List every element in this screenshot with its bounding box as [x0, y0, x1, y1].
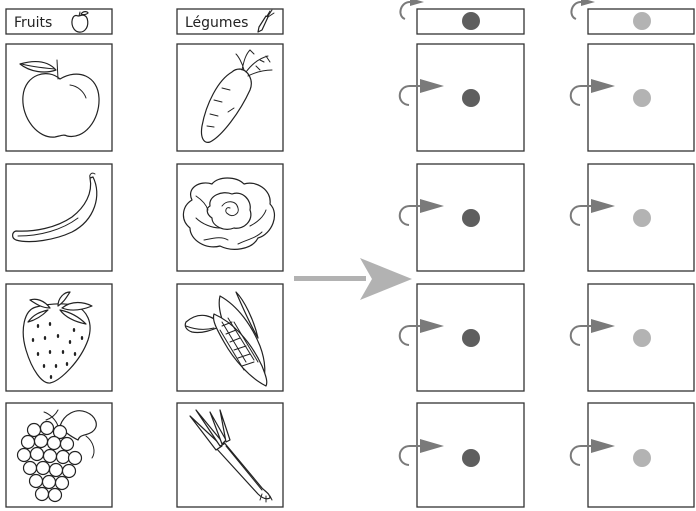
lettuce-box — [176, 163, 284, 272]
fruits-header-label: Fruits — [14, 15, 52, 31]
dark-dot-box-1 — [398, 43, 525, 152]
apple-box — [5, 43, 113, 152]
apple-drawing — [19, 59, 100, 138]
light-dot-header — [570, 0, 695, 35]
carrot-box — [176, 43, 284, 152]
carrot-drawing — [200, 49, 273, 143]
banana-drawing — [12, 172, 98, 243]
dark-dot-icon — [462, 449, 480, 467]
light-dot-box-4 — [569, 402, 695, 508]
light-dot-icon — [633, 449, 651, 467]
light-dot-icon — [633, 89, 651, 107]
apple-icon — [71, 11, 89, 33]
light-dot-box-3 — [569, 283, 695, 392]
curl-arrow-icon — [398, 439, 444, 466]
light-dot-icon — [633, 12, 651, 30]
corn-box — [176, 283, 284, 392]
dark-dot-box-4 — [398, 402, 525, 508]
curl-arrow-icon — [569, 79, 615, 106]
light-dot-icon — [633, 329, 651, 347]
curl-arrow-icon — [398, 319, 444, 346]
grapes-drawing — [16, 409, 97, 503]
dark-dot-icon — [462, 12, 480, 30]
fruits-header: Fruits — [5, 8, 113, 35]
light-dot-box-2 — [569, 163, 695, 272]
dark-dot-header — [399, 0, 525, 35]
strawberry-box — [5, 283, 113, 392]
dark-dot-icon — [462, 329, 480, 347]
dark-dot-box-3 — [398, 283, 525, 392]
curl-arrow-icon — [569, 439, 615, 466]
vegetables-header: Légumes — [176, 8, 284, 35]
strawberry-drawing — [22, 291, 93, 384]
dark-dot-icon — [462, 89, 480, 107]
light-dot-box-1 — [569, 43, 695, 152]
banana-box — [5, 163, 113, 272]
transition-arrow-icon — [294, 258, 412, 300]
vegetables-header-label: Légumes — [185, 15, 248, 31]
dark-dot-icon — [462, 209, 480, 227]
curl-arrow-icon — [398, 79, 444, 106]
carrot-icon — [257, 9, 275, 33]
leek-drawing — [189, 409, 273, 503]
curl-arrow-icon — [570, 0, 595, 20]
light-dot-icon — [633, 209, 651, 227]
curl-arrow-icon — [398, 199, 444, 226]
lettuce-drawing — [182, 177, 275, 250]
curl-arrow-icon — [569, 199, 615, 226]
corn-drawing — [184, 291, 268, 387]
grapes-box — [5, 402, 113, 508]
leek-box — [176, 402, 284, 508]
curl-arrow-icon — [399, 0, 424, 20]
dark-dot-box-2 — [398, 163, 525, 272]
curl-arrow-icon — [569, 319, 615, 346]
